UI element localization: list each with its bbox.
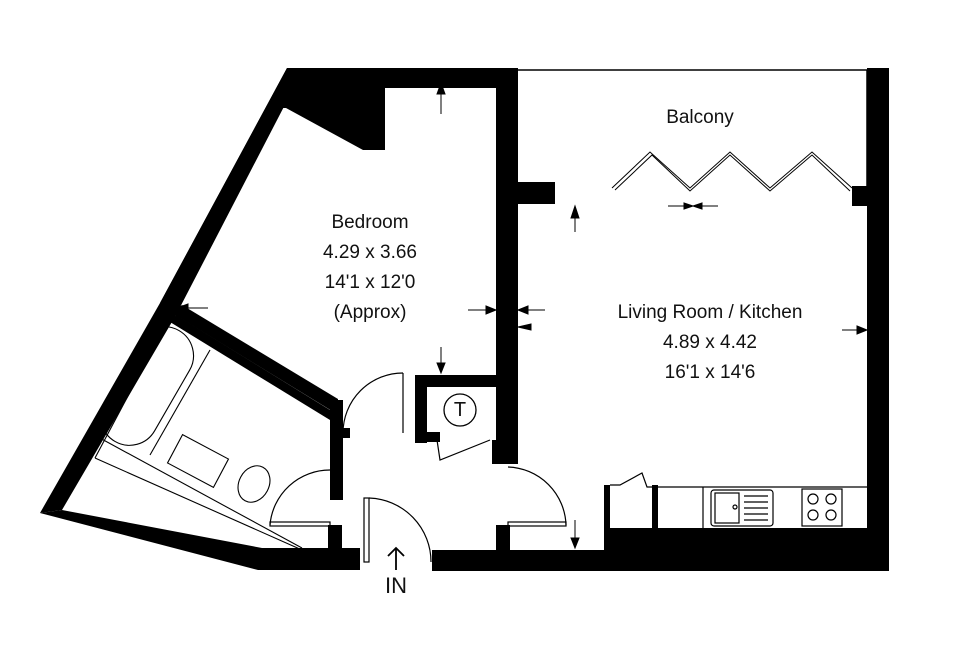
- tank-cupboard-label: T: [453, 399, 467, 421]
- bedroom-imperial: 14'1 x 12'0: [324, 272, 416, 293]
- living-label: Living Room / Kitchen 4.89 x 4.42 16'1 x…: [590, 298, 830, 388]
- bifold-arrows: [668, 202, 718, 210]
- bathroom-fixtures: [94, 326, 303, 551]
- entrance-label: IN: [385, 573, 407, 598]
- balcony-label: Balcony: [666, 107, 734, 128]
- kitchen: [610, 472, 867, 528]
- bedroom-note: (Approx): [333, 302, 407, 323]
- bedroom-label: Bedroom 4.29 x 3.66 14'1 x 12'0 (Approx): [290, 208, 450, 328]
- dimension-arrows: [175, 81, 869, 550]
- living-imperial: 16'1 x 14'6: [664, 362, 756, 383]
- up-arrow-icon: [387, 546, 405, 570]
- bifold-doors: [611, 151, 853, 192]
- balcony-outline: [518, 69, 868, 186]
- walls: [40, 68, 889, 571]
- living-metric: 4.89 x 4.42: [662, 332, 758, 353]
- tank-symbol: [443, 393, 477, 427]
- living-name: Living Room / Kitchen: [617, 302, 803, 323]
- bedroom-name: Bedroom: [331, 212, 409, 233]
- doors: [269, 372, 567, 563]
- bedroom-metric: 4.29 x 3.66: [322, 242, 418, 263]
